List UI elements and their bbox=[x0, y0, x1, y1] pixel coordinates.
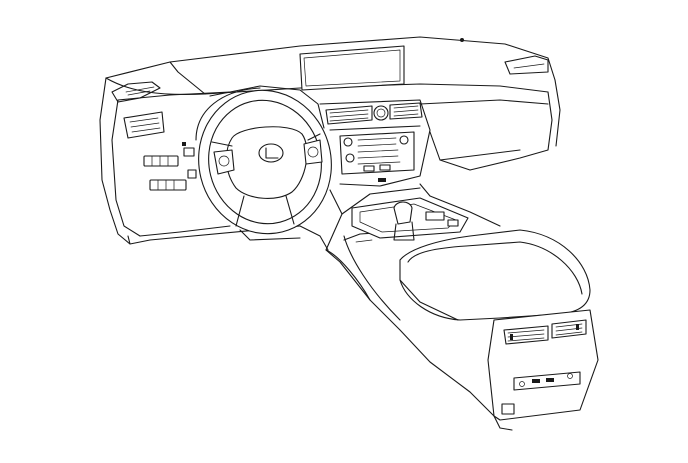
left-dashboard bbox=[99, 77, 301, 245]
right-spoke-controls bbox=[303, 139, 323, 165]
drive-mode-button bbox=[425, 211, 445, 221]
rear-console-panel bbox=[487, 309, 599, 431]
clock bbox=[373, 105, 389, 121]
start-button bbox=[183, 147, 195, 157]
brand-emblem bbox=[258, 143, 284, 163]
lower-left-knob bbox=[345, 153, 355, 163]
left-switch-panel-upper bbox=[143, 155, 179, 167]
left-spoke-controls bbox=[213, 149, 235, 175]
center-display bbox=[299, 45, 405, 91]
climate-control-panel bbox=[339, 131, 415, 175]
right-dashboard bbox=[419, 79, 561, 171]
power-outlet bbox=[501, 403, 515, 415]
right-knob bbox=[399, 135, 409, 145]
center-stack bbox=[319, 99, 431, 187]
center-left-vent bbox=[325, 105, 373, 125]
left-knob bbox=[343, 137, 353, 147]
center-console bbox=[325, 183, 501, 417]
steering-wheel bbox=[195, 85, 332, 235]
wheel-hub bbox=[225, 126, 308, 199]
gear-shifter bbox=[393, 201, 413, 225]
steering-column bbox=[239, 225, 329, 251]
left-switch-panel-lower bbox=[149, 179, 187, 191]
armrest bbox=[399, 229, 591, 321]
